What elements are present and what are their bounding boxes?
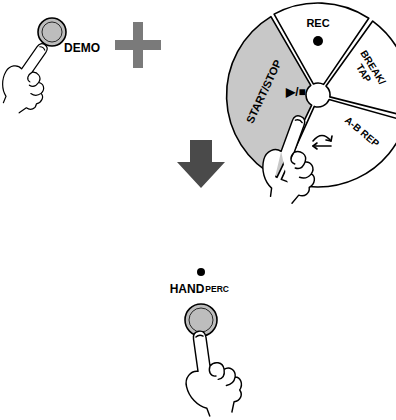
pressing-hand [253, 110, 334, 209]
rec-dot [313, 36, 323, 46]
button-label: A-B REP [343, 115, 381, 149]
repeat-symbol [313, 136, 332, 150]
pressing-hand [179, 326, 245, 418]
plus-sign [115, 22, 161, 68]
control-pad [227, 3, 396, 187]
led-indicator [197, 268, 205, 276]
pressing-hand [0, 35, 69, 120]
button-label: DEMO [64, 42, 100, 55]
button-symbol: ▶/■ [286, 86, 306, 99]
button-label: HAND [170, 283, 205, 296]
down-arrow [177, 140, 225, 188]
demo-button [38, 18, 66, 46]
button-label: PERC [205, 285, 229, 294]
button-label: BREAK/ TAP [347, 46, 388, 94]
button-label: REC [306, 18, 329, 30]
button-label: START/STOP [244, 58, 283, 125]
